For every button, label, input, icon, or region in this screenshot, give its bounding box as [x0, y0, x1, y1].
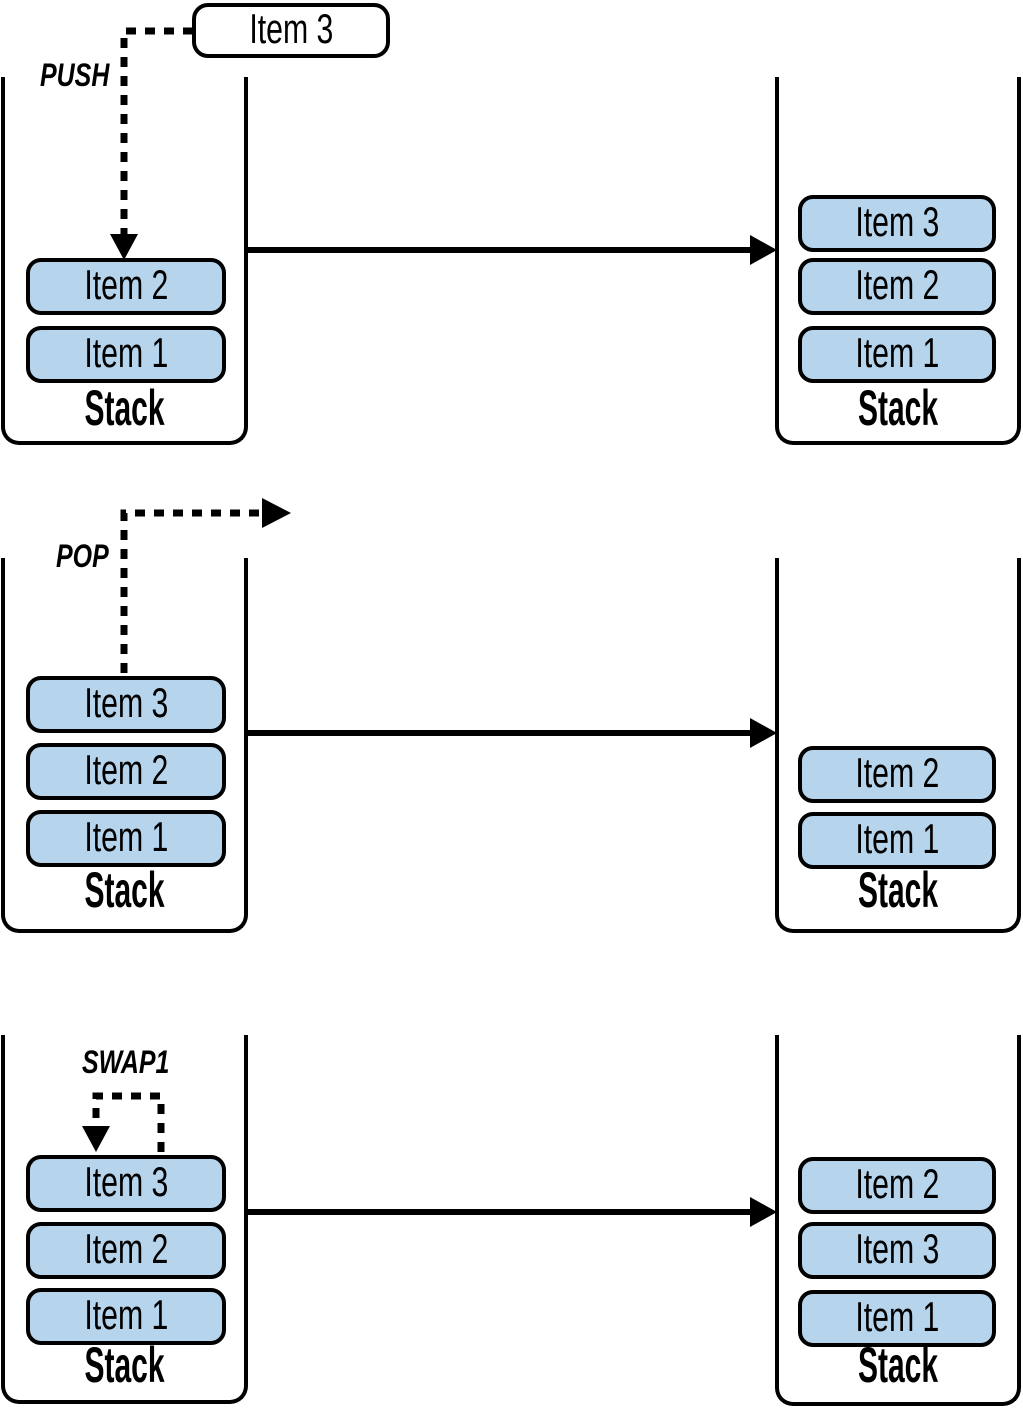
item-label: Item 3: [83, 1157, 169, 1205]
pop-after-item-1: Item 1: [798, 812, 996, 869]
item-label: Item 1: [83, 1290, 169, 1338]
item-label: Item 2: [854, 260, 940, 308]
swap1-after-stack: Stack: [775, 1035, 1021, 1406]
stack-label: Stack: [857, 862, 939, 918]
push-op-label: PUSH: [40, 57, 110, 93]
item-label: Item 1: [83, 328, 169, 376]
stack-label: Stack: [84, 862, 165, 918]
swap1-before-item-0: Item 3: [26, 1155, 226, 1212]
item-label: Item 3: [854, 197, 940, 245]
item-label: Item 3: [854, 1224, 940, 1272]
item-label: Item 1: [854, 1292, 940, 1340]
item-label: Item 1: [854, 814, 940, 862]
item-label: Item 2: [854, 748, 940, 796]
pop-after-item-0: Item 2: [798, 746, 996, 803]
push-before-item-0: Item 2: [26, 258, 226, 315]
item-label: Item 1: [854, 328, 940, 376]
push-incoming-item-box: Item 3: [192, 3, 390, 58]
push-after-item-2: Item 1: [798, 326, 996, 383]
pop-before-stack: Stack: [1, 558, 248, 933]
item-label: Item 3: [248, 4, 334, 52]
push-transition-arrow: [248, 235, 777, 265]
swap1-after-item-0: Item 2: [798, 1157, 996, 1214]
item-label: Item 2: [854, 1159, 940, 1207]
swap1-before-stack: Stack: [1, 1035, 248, 1404]
stack-label: Stack: [84, 1337, 165, 1393]
item-label: Item 2: [83, 1224, 169, 1272]
stack-label: Stack: [84, 380, 165, 436]
push-after-item-1: Item 2: [798, 258, 996, 315]
swap1-after-item-1: Item 3: [798, 1222, 996, 1279]
push-after-stack: Stack: [775, 77, 1021, 445]
push-before-item-1: Item 1: [26, 326, 226, 383]
pop-after-stack: Stack: [775, 558, 1021, 933]
swap1-before-item-1: Item 2: [26, 1222, 226, 1279]
swap1-op-label: SWAP1: [82, 1044, 170, 1080]
swap1-after-item-2: Item 1: [798, 1290, 996, 1347]
pop-transition-arrow: [248, 718, 777, 748]
push-before-stack: Stack: [1, 77, 248, 445]
item-label: Item 2: [83, 260, 169, 308]
item-label: Item 1: [83, 812, 169, 860]
item-label: Item 3: [83, 678, 169, 726]
pop-before-item-2: Item 1: [26, 810, 226, 867]
pop-op-label: POP: [56, 538, 109, 574]
pop-before-item-0: Item 3: [26, 676, 226, 733]
item-label: Item 2: [83, 745, 169, 793]
swap1-transition-arrow: [248, 1197, 777, 1227]
push-after-item-0: Item 3: [798, 195, 996, 252]
pop-before-item-1: Item 2: [26, 743, 226, 800]
stack-label: Stack: [857, 380, 939, 436]
stack-label: Stack: [857, 1337, 939, 1393]
swap1-before-item-2: Item 1: [26, 1288, 226, 1345]
